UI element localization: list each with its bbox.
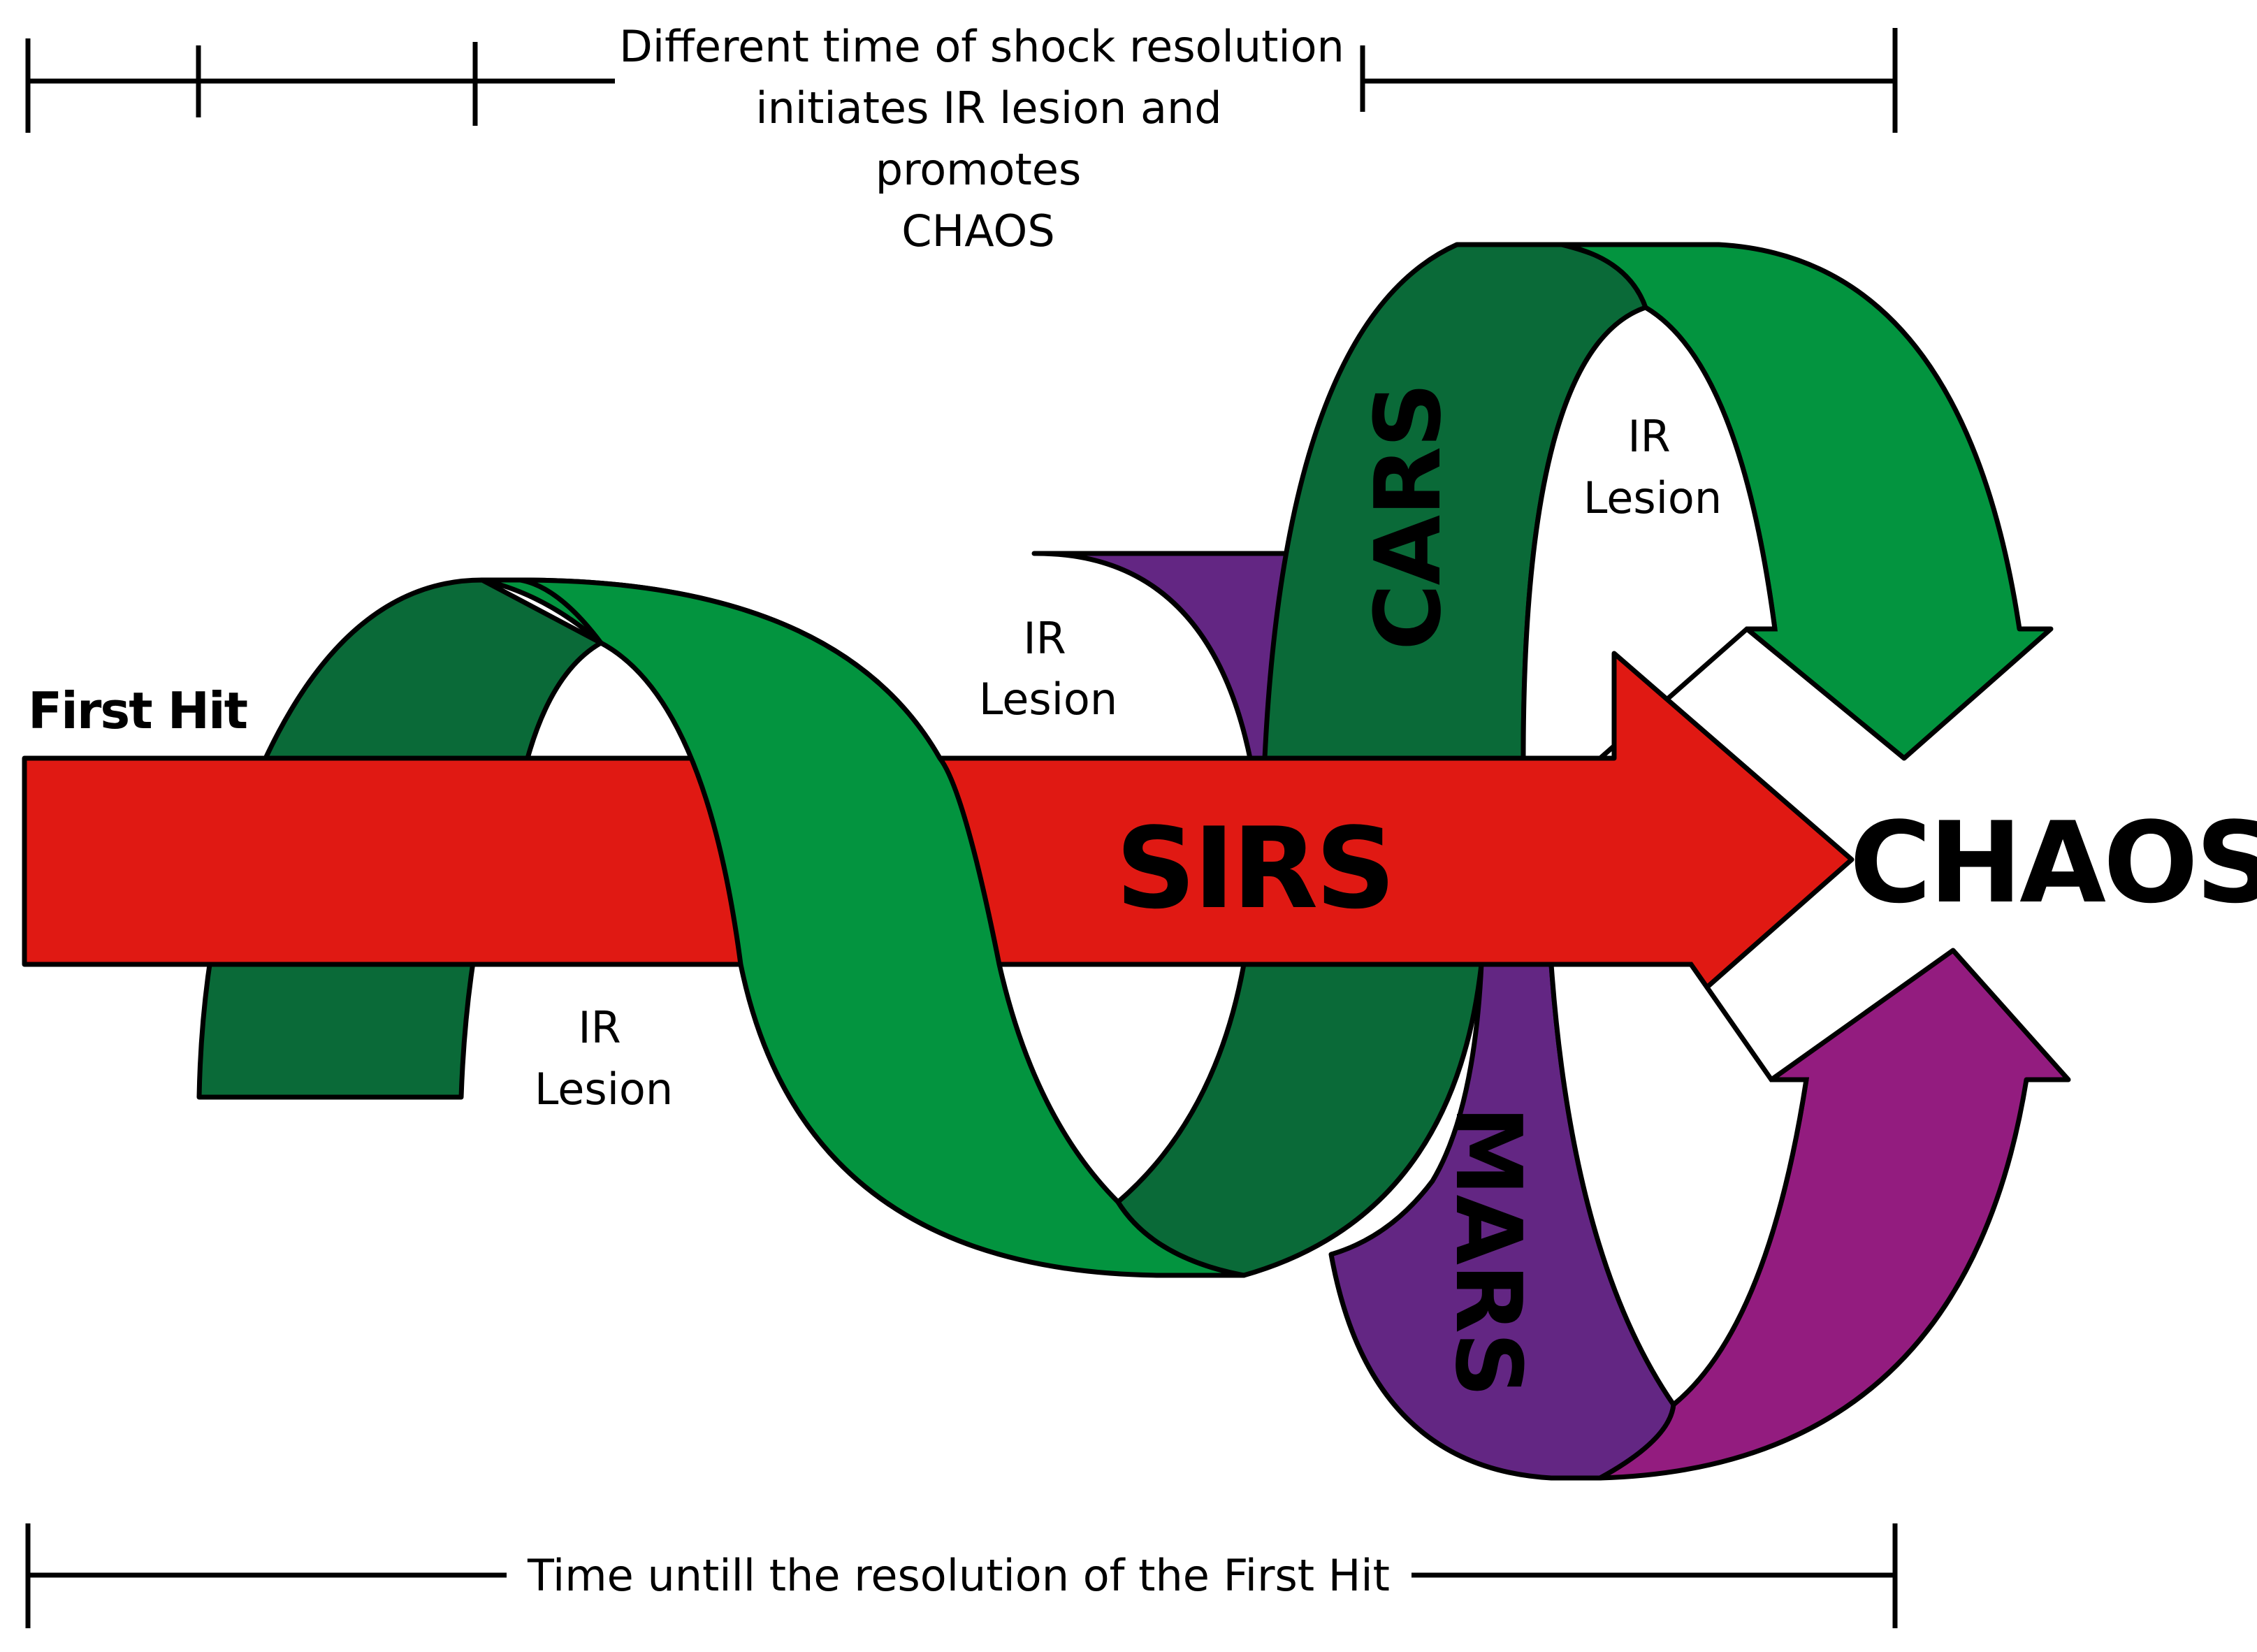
ir-lesion-label-upper-middle: IR Lesion <box>979 613 1117 725</box>
mars-inner-gap <box>1548 962 1810 1409</box>
top-caption-line-3: promotes <box>876 144 1082 195</box>
cars-label: CARS <box>1355 384 1461 651</box>
ir-lesion-3-line2: Lesion <box>1583 472 1722 523</box>
ir-lesion-2-line2: Lesion <box>535 1064 673 1115</box>
top-timeline-bar <box>25 28 1898 133</box>
cars-lower-band <box>1115 962 1484 1278</box>
green-front-twist <box>518 577 1247 1278</box>
green-left-upper-band <box>263 577 604 761</box>
ir-lesion-1-line1: IR <box>1023 613 1066 664</box>
ir-lesion-1-line2: Lesion <box>979 674 1117 725</box>
chaos-label: CHAOS <box>1850 797 2257 928</box>
top-caption: Different time of shock resolution initi… <box>619 21 1344 256</box>
cars-inner-gap <box>1521 305 1778 761</box>
top-caption-line-4: CHAOS <box>901 205 1054 256</box>
top-caption-line-1: Different time of shock resolution <box>619 21 1344 72</box>
bottom-timeline-bar <box>25 1523 1898 1628</box>
bottom-caption: Time untill the resolution of the First … <box>527 1550 1390 1601</box>
ir-lesion-label-lower-left: IR Lesion <box>535 1002 673 1115</box>
top-caption-line-2: initiates IR lesion and <box>755 82 1221 133</box>
ir-lesion-label-upper-right: IR Lesion <box>1583 411 1722 523</box>
ir-lesion-2-line1: IR <box>578 1002 621 1053</box>
sirs-label: SIRS <box>1115 803 1393 934</box>
ir-lesion-3-line1: IR <box>1627 411 1670 462</box>
mars-label: MARS <box>1435 1106 1541 1396</box>
first-hit-label: First Hit <box>28 681 247 740</box>
